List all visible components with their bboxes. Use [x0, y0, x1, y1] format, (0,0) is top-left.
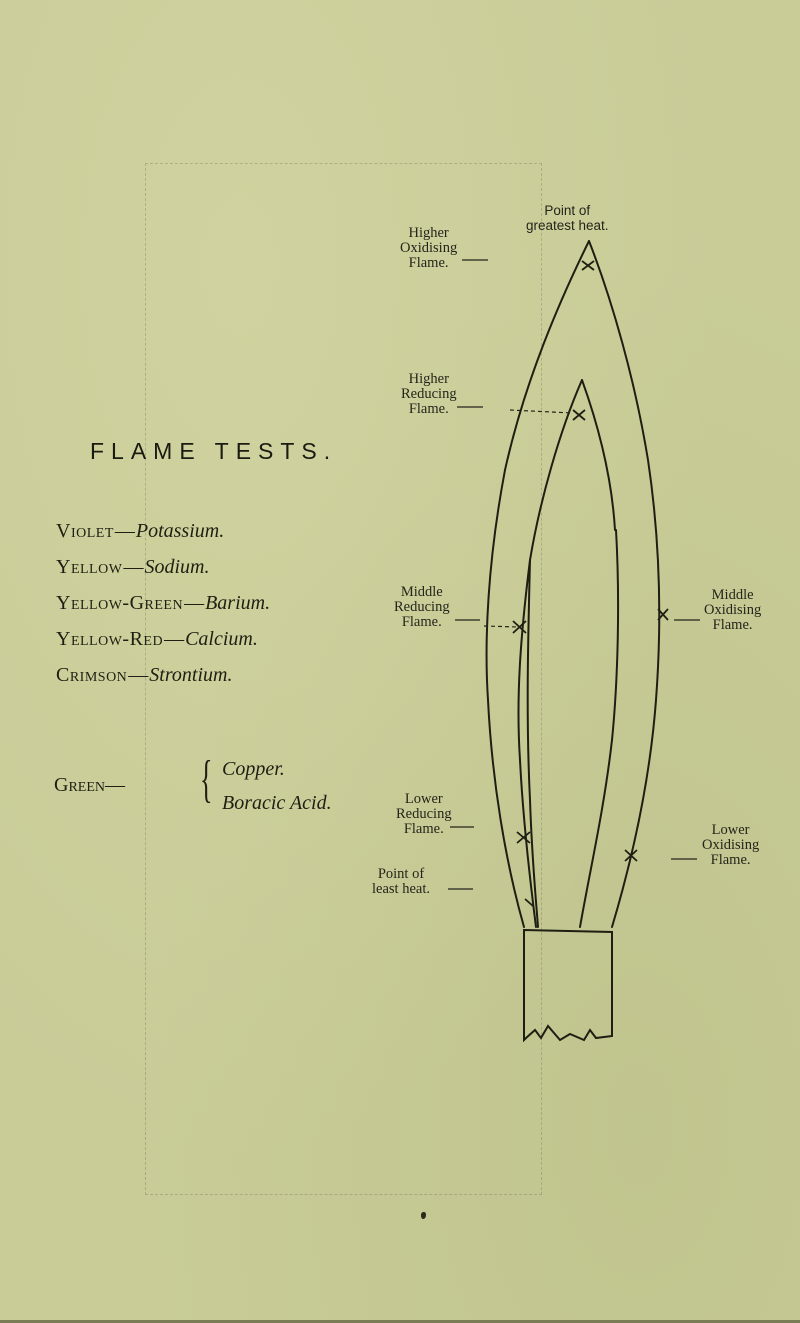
color-name: Green — [54, 774, 105, 796]
test-violet: Violet—Potassium. — [56, 520, 225, 542]
inner-flame-outline — [517, 379, 583, 928]
page-title: FLAME TESTS. — [90, 438, 338, 464]
label-lower-oxidising: Lower Oxidising Flame. — [702, 822, 760, 868]
element-name: Strontium. — [149, 664, 233, 686]
burner-tube — [523, 928, 613, 1043]
page-edge — [0, 1320, 800, 1323]
element-boracic-acid: Boracic Acid. — [222, 792, 332, 814]
brace-icon: { — [200, 751, 213, 808]
color-name: Yellow-Red — [56, 628, 164, 650]
color-name: Violet — [56, 520, 114, 542]
label-higher-reducing: Higher Reducing Flame. — [401, 371, 457, 417]
marker-middle-reducing-icon — [512, 620, 527, 634]
element-copper: Copper. — [222, 758, 285, 780]
label-least-heat: Point of least heat. — [372, 866, 430, 897]
element-name: Barium. — [205, 592, 271, 614]
test-yellow: Yellow—Sodium. — [56, 556, 210, 578]
label-middle-oxidising: Middle Oxidising Flame. — [704, 587, 762, 633]
label-greatest-heat: Point of greatest heat. — [526, 203, 609, 233]
outer-flame-outline — [485, 240, 590, 928]
label-higher-oxidising: Higher Oxidising Flame. — [400, 225, 458, 271]
color-name: Yellow-Green — [56, 592, 184, 614]
test-crimson: Crimson—Strontium. — [56, 664, 233, 686]
marker-middle-oxidising-icon — [657, 608, 669, 621]
green-label: Green— — [54, 774, 125, 796]
element-name: Potassium. — [135, 520, 225, 542]
marker-lower-reducing-icon — [516, 831, 531, 844]
color-name: Crimson — [56, 664, 128, 686]
test-yellow-red: Yellow-Red—Calcium. — [56, 628, 258, 650]
marker-higher-reducing-icon — [572, 409, 586, 421]
marker-lower-oxidising-icon — [624, 849, 638, 862]
ink-speck — [421, 1212, 426, 1219]
element-name: Sodium. — [144, 556, 210, 578]
marker-least-heat-icon — [524, 898, 534, 907]
element-name: Calcium. — [185, 628, 258, 650]
label-middle-reducing: Middle Reducing Flame. — [394, 584, 450, 630]
heat-markers — [512, 260, 669, 907]
label-lower-reducing: Lower Reducing Flame. — [396, 791, 452, 837]
marker-greatest-heat-icon — [581, 260, 595, 271]
test-yellow-green: Yellow-Green—Barium. — [56, 592, 271, 614]
color-name: Yellow — [56, 556, 123, 578]
